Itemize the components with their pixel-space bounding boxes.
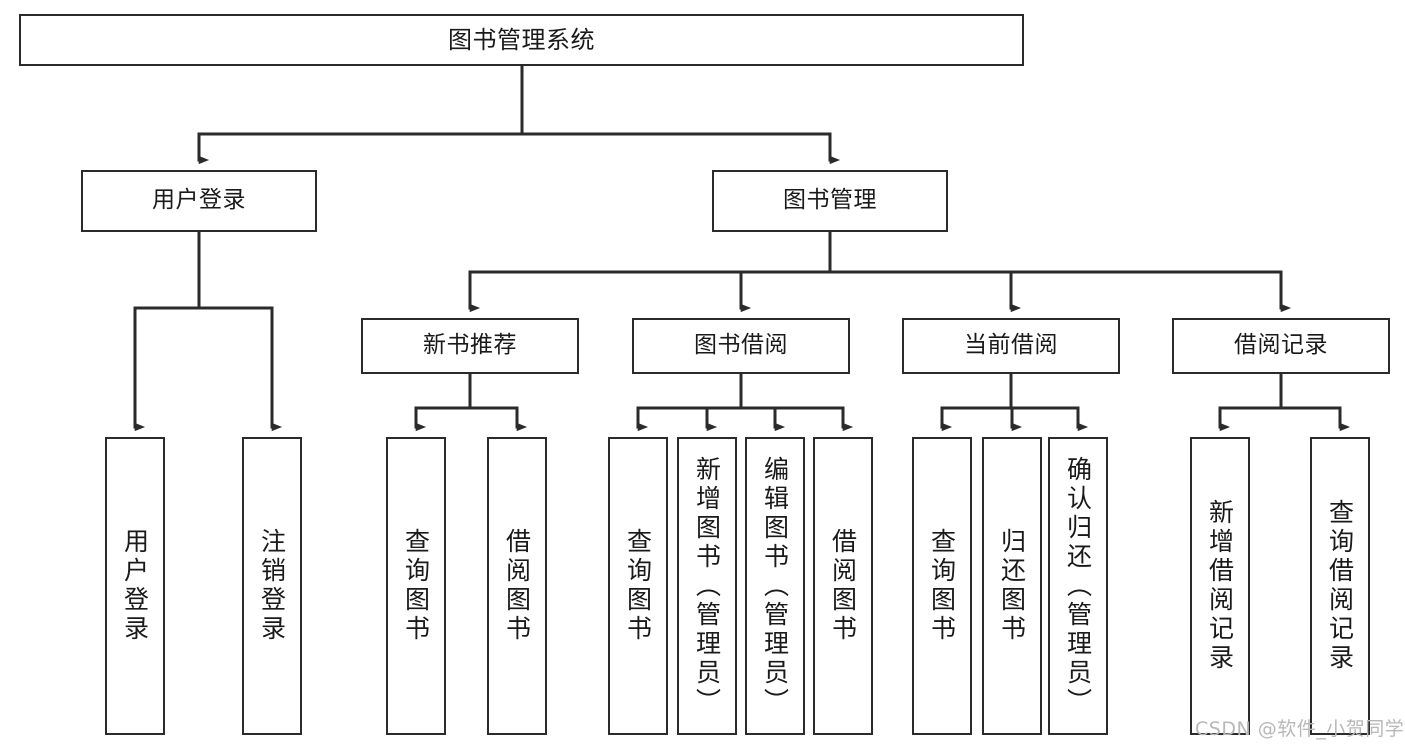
node-borrow-record-label: 借阅记录 (1234, 332, 1328, 359)
node-user-login[interactable]: 用户登录 (81, 170, 317, 232)
node-leaf-add-borrow-record[interactable]: 新增借阅记录 (1190, 437, 1250, 735)
node-root-label: 图书管理系统 (448, 25, 595, 54)
node-new-book-recommend[interactable]: 新书推荐 (361, 318, 579, 374)
node-root[interactable]: 图书管理系统 (19, 14, 1024, 66)
node-leaf-borrow-book-2[interactable]: 借阅图书 (813, 437, 873, 735)
node-leaf-add-book-label: 新增图书（管理员） (692, 455, 722, 717)
node-book-borrow-label: 图书借阅 (694, 332, 788, 359)
node-leaf-borrow-book-2-label: 借阅图书 (828, 528, 858, 644)
node-book-management[interactable]: 图书管理 (712, 170, 948, 232)
node-leaf-query-borrow-record[interactable]: 查询借阅记录 (1310, 437, 1370, 735)
node-new-book-recommend-label: 新书推荐 (423, 332, 517, 359)
node-borrow-record[interactable]: 借阅记录 (1172, 318, 1390, 374)
node-leaf-user-login[interactable]: 用户登录 (105, 437, 165, 735)
node-leaf-confirm-return-label: 确认归还（管理员） (1063, 455, 1093, 717)
node-user-login-label: 用户登录 (152, 187, 246, 214)
node-book-management-label: 图书管理 (783, 187, 877, 214)
node-leaf-query-book-1-label: 查询图书 (401, 528, 431, 644)
node-leaf-query-book-3[interactable]: 查询图书 (912, 437, 972, 735)
node-leaf-edit-book-label: 编辑图书（管理员） (760, 455, 790, 717)
node-leaf-query-book-3-label: 查询图书 (927, 528, 957, 644)
node-leaf-query-book-2-label: 查询图书 (623, 528, 653, 644)
node-leaf-logout-label: 注销登录 (257, 528, 287, 644)
node-leaf-return-book-label: 归还图书 (997, 528, 1027, 644)
node-leaf-add-borrow-record-label: 新增借阅记录 (1205, 499, 1235, 673)
node-leaf-edit-book[interactable]: 编辑图书（管理员） (745, 437, 805, 735)
node-leaf-query-borrow-record-label: 查询借阅记录 (1325, 499, 1355, 673)
node-leaf-query-book-1[interactable]: 查询图书 (386, 437, 446, 735)
node-leaf-add-book[interactable]: 新增图书（管理员） (677, 437, 737, 735)
node-leaf-user-login-label: 用户登录 (120, 528, 150, 644)
node-leaf-confirm-return[interactable]: 确认归还（管理员） (1048, 437, 1108, 735)
node-book-borrow[interactable]: 图书借阅 (632, 318, 850, 374)
node-current-borrow-label: 当前借阅 (964, 332, 1058, 359)
node-leaf-return-book[interactable]: 归还图书 (982, 437, 1042, 735)
csdn-watermark: CSDN @软件_小贺同学 (1195, 718, 1405, 740)
node-current-borrow[interactable]: 当前借阅 (902, 318, 1120, 374)
node-leaf-borrow-book-1-label: 借阅图书 (502, 528, 532, 644)
node-leaf-borrow-book-1[interactable]: 借阅图书 (487, 437, 547, 735)
node-leaf-logout[interactable]: 注销登录 (242, 437, 302, 735)
node-leaf-query-book-2[interactable]: 查询图书 (608, 437, 668, 735)
